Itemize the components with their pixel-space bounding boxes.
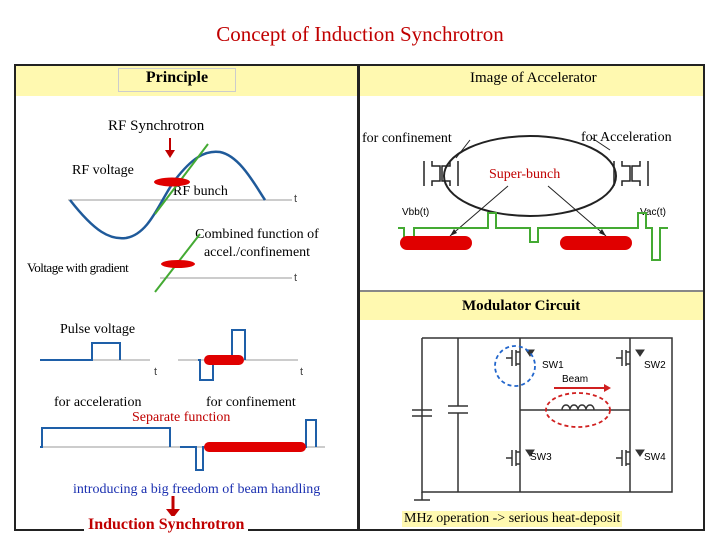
pulse-voltage-label: Pulse voltage: [60, 322, 136, 337]
confinement-pointer: [455, 139, 471, 159]
modulator-divider: [360, 290, 703, 292]
induction-synchrotron-label: Induction Synchrotron: [84, 516, 249, 534]
gradient-axis-t: t: [294, 272, 298, 284]
for-confinement-label: for confinement: [206, 395, 296, 410]
vertical-divider: [357, 66, 360, 529]
bunch-arrowhead-right: [599, 229, 606, 236]
principle-label: Principle: [118, 68, 236, 92]
image-of-accelerator-label: Image of Accelerator: [470, 70, 597, 86]
combined-function-label: Combined function of accel./confinement: [195, 227, 319, 260]
sw3-label: SW3: [530, 452, 552, 463]
bunch-arrowhead-left: [450, 229, 457, 236]
separate-bunch-mark: [204, 442, 306, 452]
sw4-label: SW4: [644, 452, 666, 463]
modulator-header-bar: [360, 292, 703, 320]
conf-axis-t: t: [300, 366, 304, 378]
super-bunch-right: [560, 236, 632, 250]
accel-axis-t: t: [154, 366, 158, 378]
separate-function-label: Separate function: [132, 410, 231, 425]
vbb-vac-waveform: [398, 212, 668, 261]
coil-highlight: [545, 392, 611, 428]
slide-title: Concept of Induction Synchrotron: [216, 22, 504, 46]
sw2-mosfet: [616, 350, 630, 366]
sw4-mosfet: [616, 450, 630, 466]
induction-arrow-head: [166, 509, 180, 518]
sw3-diode: [525, 449, 535, 457]
super-bunch-left: [400, 236, 472, 250]
rf-bunch-label: RF bunch: [173, 184, 228, 199]
voltage-gradient-label: Voltage with gradient: [27, 260, 129, 275]
content-frame: [14, 64, 705, 531]
conf-bunch-mark: [204, 355, 244, 365]
modulator-circuit-label: Modulator Circuit: [462, 298, 581, 314]
rf-bunch-mark: [154, 177, 190, 187]
sw1-highlight: [494, 345, 536, 387]
circuit-loop: [421, 337, 673, 493]
ring-ellipse: [443, 135, 617, 217]
beam-arrow-head: [604, 384, 611, 392]
separate-conf-pulse: [180, 419, 317, 471]
vac-label: Vac(t): [640, 207, 666, 218]
left-cell-b: [441, 161, 459, 186]
right-cell-a: [613, 161, 631, 186]
introducing-label: introducing a big freedom of beam handli…: [73, 482, 321, 497]
gradient-bunch-mark: [161, 260, 195, 268]
sw2-label: SW2: [644, 360, 666, 371]
left-cell-a: [423, 161, 441, 186]
right-cell-b: [631, 161, 649, 186]
sw1-label: SW1: [542, 360, 564, 371]
for-acceleration-label: for acceleration: [54, 395, 142, 410]
vbb-label: Vbb(t): [402, 207, 430, 218]
accel-pulse: [40, 342, 121, 361]
acceleration-pointer: [591, 137, 611, 151]
beam-label: Beam: [562, 374, 589, 385]
rf-axis-t: t: [294, 193, 298, 205]
accel-for-confinement-label: for confinement: [362, 131, 452, 146]
rf-synchrotron-label: RF Synchrotron: [108, 118, 205, 134]
sw4-diode: [635, 449, 645, 457]
rf-voltage-label: RF voltage: [72, 163, 134, 178]
accel-for-acceleration-label: for Acceleration: [581, 130, 672, 145]
sw1-mosfet: [506, 350, 520, 366]
mhz-operation-label: MHz operation -> serious heat-deposit: [402, 511, 623, 527]
beam-coil: [561, 404, 595, 411]
super-bunch-label: Super-bunch: [489, 167, 561, 182]
rf-arrow-head: [165, 150, 175, 158]
sw3-mosfet: [506, 450, 520, 466]
separate-accel-pulse: [40, 427, 171, 448]
sw2-diode: [635, 349, 645, 357]
accelerator-header-bar: [360, 66, 703, 96]
